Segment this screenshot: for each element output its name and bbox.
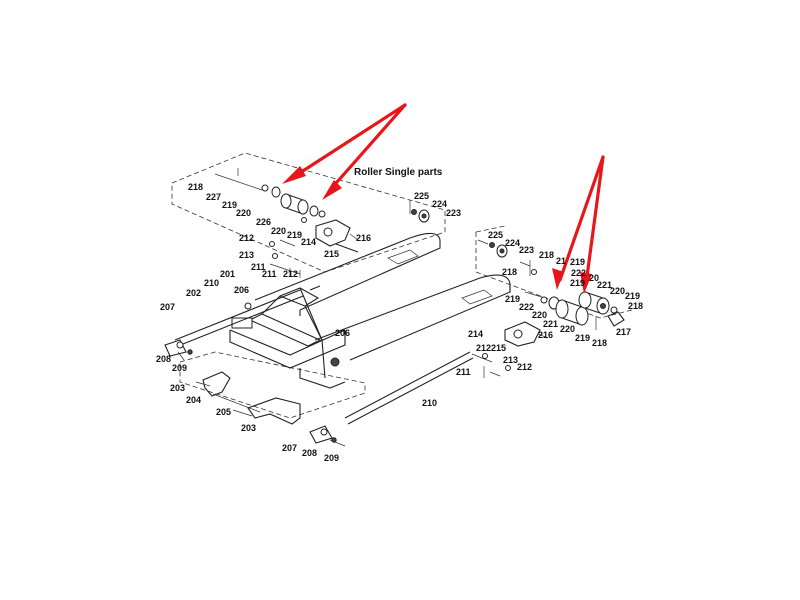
label-213: 213 (239, 250, 254, 260)
label-208: 208 (156, 354, 171, 364)
label-222: 222 (519, 302, 534, 312)
label-224: 224 (432, 199, 447, 209)
label-203: 203 (241, 423, 256, 433)
left-link-assembly (164, 339, 193, 361)
label-219: 219 (570, 257, 585, 267)
label-212: 212 (283, 269, 298, 279)
label-211: 211 (456, 367, 471, 377)
label-219: 219 (625, 291, 640, 301)
label-205: 205 (216, 407, 231, 417)
label-214: 214 (301, 237, 316, 247)
label-220: 20 (589, 273, 599, 283)
label-211: 211 (262, 269, 277, 279)
label-215: 215 (324, 249, 339, 259)
upper-roller-parts (214, 168, 359, 278)
roller-parts-box-left (171, 152, 446, 273)
label-207: 207 (160, 302, 175, 312)
label-212: 212 (517, 362, 532, 372)
label-220: 220 (271, 226, 286, 236)
label-204: 204 (186, 395, 201, 405)
label-221: 221 (597, 280, 612, 290)
label-218: 218 (502, 267, 517, 277)
label-209: 209 (172, 363, 187, 373)
label-218: 218 (188, 182, 203, 192)
label-203: 203 (170, 383, 185, 393)
label-225: 225 (414, 191, 429, 201)
label-219: 219 (575, 333, 590, 343)
label-216: 216 (356, 233, 371, 243)
push-rods (174, 285, 474, 425)
label-207: 207 (282, 443, 297, 453)
label-210: 210 (422, 398, 437, 408)
label-206: 206 (335, 328, 350, 338)
right-roller-parts (504, 291, 625, 347)
lever-parts-box (179, 351, 366, 419)
label-219: 219 (570, 278, 585, 288)
label-224: 224 (505, 238, 520, 248)
label-217: 217 (616, 327, 631, 337)
label-221: 221 (543, 319, 558, 329)
upper-wheel-cluster (409, 200, 430, 223)
label-214: 214 (468, 329, 483, 339)
diagram-title: Roller Single parts (354, 167, 443, 178)
label-212: 212 (239, 233, 254, 243)
lever-assembly (195, 371, 301, 425)
right-bottom-pins (471, 353, 511, 378)
label-220: 220 (236, 208, 251, 218)
label-219: 219 (287, 230, 302, 240)
label-212: 212 (476, 343, 491, 353)
label-206: 206 (234, 285, 249, 295)
mast-pin (244, 302, 340, 367)
right-wheel-cluster (477, 239, 546, 299)
label-219: 219 (222, 200, 237, 210)
label-225: 225 (488, 230, 503, 240)
label-213: 213 (503, 355, 518, 365)
label-220: 220 (560, 324, 575, 334)
label-223: 223 (519, 245, 534, 255)
label-211: 211 (251, 262, 266, 272)
label-226: 226 (256, 217, 271, 227)
label-201: 201 (220, 269, 235, 279)
label-223: 223 (446, 208, 461, 218)
label-219: 219 (505, 294, 520, 304)
label-218: 218 (628, 301, 643, 311)
lower-link-assembly (309, 425, 346, 447)
label-217: 21 (556, 256, 566, 266)
label-209: 209 (324, 453, 339, 463)
label-222: 222 (571, 268, 586, 278)
roller-parts-box-right (475, 225, 633, 319)
label-218: 218 (539, 250, 554, 260)
label-210: 210 (204, 278, 219, 288)
label-208: 208 (302, 448, 317, 458)
label-227: 227 (206, 192, 221, 202)
label-220: 220 (532, 310, 547, 320)
fork-frame (229, 232, 511, 389)
label-202: 202 (186, 288, 201, 298)
label-220: 220 (610, 286, 625, 296)
label-218: 218 (592, 338, 607, 348)
red-arrows (282, 103, 605, 294)
label-215: 215 (491, 343, 506, 353)
label-216: 216 (538, 330, 553, 340)
part-labels: 218 227 219 220 226 220 219 214 215 216 … (156, 182, 643, 463)
